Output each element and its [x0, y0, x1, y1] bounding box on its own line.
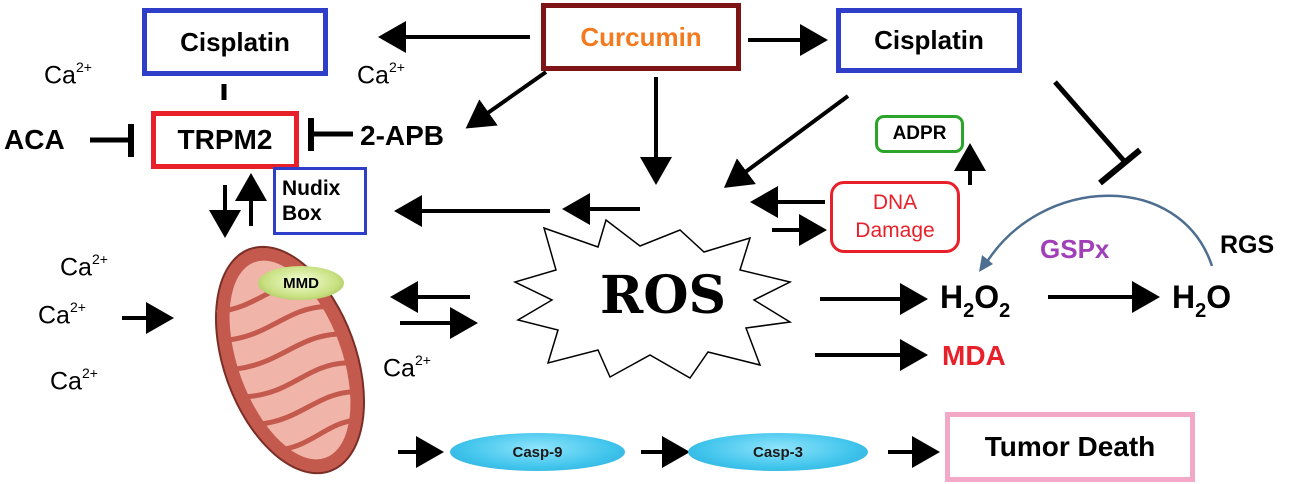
- ca-ion-near-ros: Ca2+: [383, 352, 431, 383]
- h2o-label: H2O: [1172, 279, 1232, 323]
- aca-label: ACA: [4, 124, 65, 155]
- h2o-h: H: [1172, 279, 1196, 315]
- gspx-label: GSPx: [1040, 234, 1110, 264]
- h2o2-sub-a: 2: [963, 300, 975, 323]
- tumor-death-box: Tumor Death: [945, 412, 1195, 482]
- nudix-label-line1: Nudix: [282, 176, 341, 200]
- ca-ion-mid-left-1: Ca2+: [60, 251, 108, 282]
- curcumin-box: Curcumin: [541, 3, 741, 71]
- cisplatin-left-box: Cisplatin: [142, 8, 328, 76]
- h2o-o: O: [1206, 279, 1232, 315]
- casp-9-label: Casp-9: [512, 443, 563, 461]
- mmd-label: MMD: [283, 274, 319, 292]
- cisplatin-left-label: Cisplatin: [180, 26, 290, 57]
- ca-ion-top-center: Ca2+: [357, 59, 405, 90]
- nudix-label-line2: Box: [282, 202, 322, 225]
- ros-starburst: [512, 218, 793, 379]
- mitochondrion: [215, 245, 365, 475]
- h2o2-label: H2O2: [940, 279, 1011, 323]
- mda-label: MDA: [942, 340, 1006, 371]
- trpm2-label: TRPM2: [177, 124, 273, 155]
- trpm2-box: TRPM2: [151, 111, 299, 169]
- cisplatin-right-box: Cisplatin: [836, 8, 1022, 73]
- gspx-arc-head: [979, 255, 993, 272]
- casp-9-oval: Casp-9: [450, 433, 625, 471]
- inhibit-cisplatin-to-h2o2: [1053, 80, 1127, 164]
- adpr-box: ADPR: [875, 115, 964, 153]
- arrow-curcumin-to-2apb: [465, 70, 548, 129]
- dna-damage-box: DNA Damage: [830, 181, 960, 253]
- casp-3-oval: Casp-3: [688, 433, 868, 471]
- h2o-sub: 2: [1195, 300, 1207, 323]
- h2o2-o: O: [974, 279, 1000, 315]
- nudix-box-box: Nudix Box: [273, 167, 367, 235]
- dna-label-line1: DNA: [872, 190, 918, 214]
- cisplatin-right-label: Cisplatin: [874, 25, 984, 55]
- gspx-arc: [983, 194, 1214, 267]
- adpr-label: ADPR: [892, 123, 947, 144]
- ca-ion-top-left: Ca2+: [44, 59, 92, 90]
- mmd-oval: MMD: [258, 266, 344, 300]
- h2o2-sub-b: 2: [999, 300, 1011, 323]
- curcumin-label: Curcumin: [580, 21, 702, 52]
- ca-ion-bottom-left: Ca2+: [50, 365, 98, 396]
- rgs-label: RGS: [1220, 231, 1275, 259]
- inhibit-cisplatin-bar: [1098, 147, 1142, 186]
- 2apb-label: 2-APB: [360, 120, 445, 151]
- h2o2-h: H: [940, 279, 964, 315]
- casp-3-label: Casp-3: [752, 443, 804, 461]
- arrow-cisplatin-to-ros: [723, 94, 850, 188]
- ros-label: ROS: [600, 265, 727, 326]
- tumor-death-label: Tumor Death: [984, 431, 1156, 462]
- ca-ion-mid-left-2: Ca2+: [38, 299, 86, 330]
- dna-label-line2: Damage: [855, 219, 935, 242]
